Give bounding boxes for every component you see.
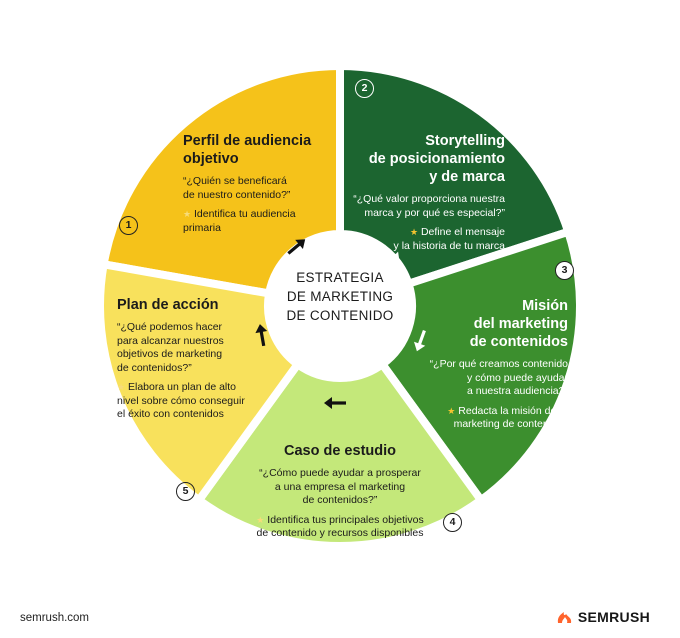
- arrow-icon: [255, 324, 268, 347]
- step-3-block: Misión del marketing de contenidos “¿Por…: [410, 297, 568, 432]
- step-1-number: 1: [119, 216, 138, 235]
- segment-step-2: [336, 62, 573, 288]
- step-4-action: Identifica tus principales objetivos de …: [256, 513, 424, 540]
- step-2-title: Storytelling de posicionamiento y de mar…: [368, 133, 505, 185]
- step-4-block: Caso de estudio “¿Cómo puede ayudar a pr…: [238, 442, 442, 541]
- brand-logo-group: SEMRUSH: [556, 609, 650, 625]
- step-4-title: Caso de estudio: [284, 443, 396, 459]
- star-icon: ★: [409, 227, 419, 237]
- step-3-question: “¿Por qué creamos contenido y cómo puede…: [429, 358, 568, 397]
- center-circle: [270, 236, 410, 376]
- center-title: ESTRATEGIA DE MARKETING DE CONTENIDO: [286, 270, 394, 323]
- segment-step-1: [99, 62, 344, 298]
- step-1-block: Perfil de audiencia objetivo “¿Quién se …: [183, 132, 333, 235]
- step-5-number: 5: [176, 482, 195, 501]
- star-icon: ★: [183, 209, 192, 219]
- star-icon: ★: [447, 405, 456, 416]
- step-4-question: “¿Cómo puede ayudar a prosperar a una em…: [259, 467, 421, 506]
- brand-name: SEMRUSH: [577, 609, 650, 625]
- segment-step-5: [96, 260, 302, 505]
- step-5-block: Plan de acción “¿Qué podemos hacer para …: [117, 296, 277, 422]
- star-icon: ★: [256, 514, 265, 525]
- segment-step-3: [378, 227, 584, 505]
- step-2-question: “¿Qué valor proporciona nuestra marca y …: [353, 193, 505, 219]
- arrow-icon: [382, 244, 400, 262]
- step-5-action: Elabora un plan de alto nivel sobre cómo…: [117, 381, 245, 420]
- step-2-number: 2: [355, 79, 374, 98]
- arrow-icon: [413, 330, 426, 352]
- step-2-block: Storytelling de posicionamiento y de mar…: [335, 132, 505, 253]
- step-1-action: Identifica tu audiencia primaria: [183, 208, 296, 234]
- arrow-icon: [287, 239, 306, 255]
- step-3-action: Redacta la misión de tu marketing de con…: [453, 404, 568, 431]
- step-4-number: 4: [443, 513, 462, 532]
- step-1-title: Perfil de audiencia objetivo: [183, 133, 312, 167]
- step-2-action: Define el mensaje y la historia de tu ma…: [393, 226, 505, 252]
- semrush-flame-icon: [557, 612, 572, 623]
- step-5-title: Plan de acción: [117, 297, 219, 313]
- site-url: semrush.com: [20, 612, 90, 624]
- arrow-icon: [324, 397, 346, 409]
- step-3-title: Misión del marketing de contenidos: [469, 298, 568, 350]
- step-5-question: “¿Qué podemos hacer para alcanzar nuestr…: [117, 321, 224, 374]
- step-3-number: 3: [555, 261, 574, 280]
- star-icon: ★: [117, 382, 126, 392]
- step-1-question: “¿Quién se beneficará de nuestro conteni…: [183, 175, 291, 201]
